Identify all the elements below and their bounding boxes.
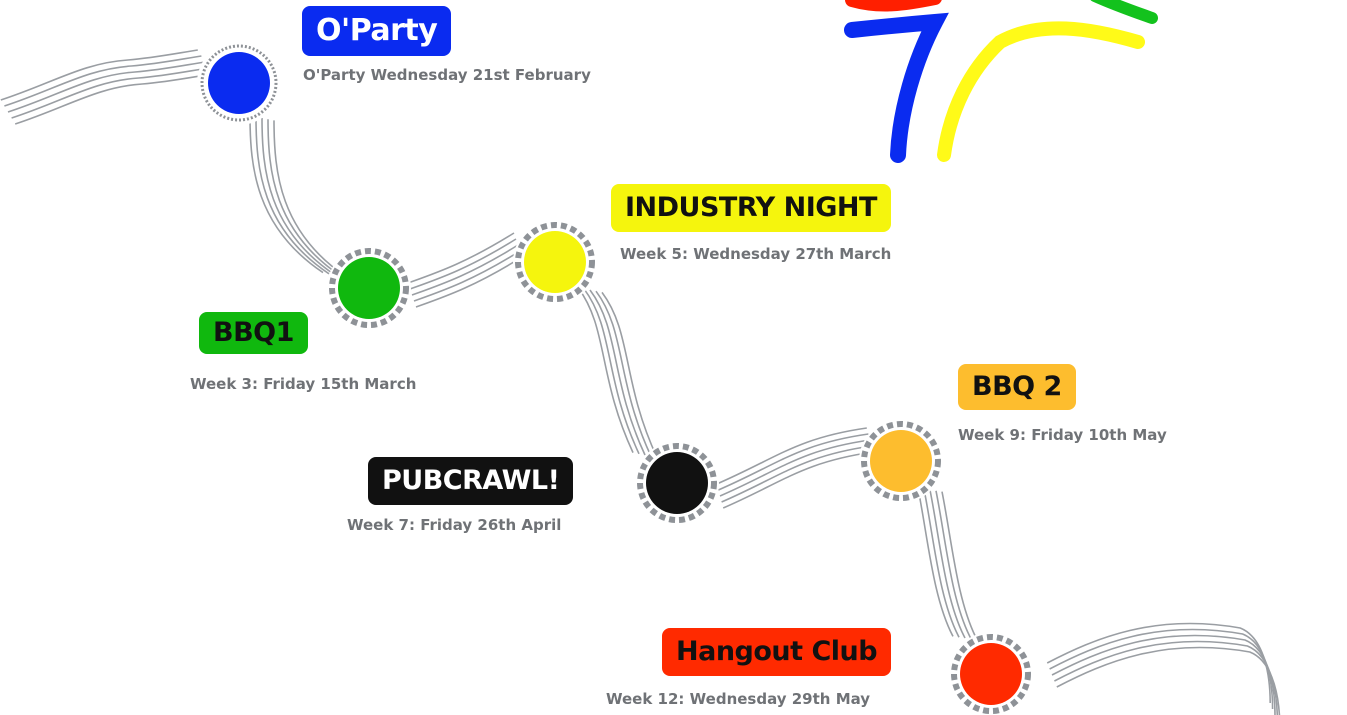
connector-hangout-right-line-2 (1051, 634, 1276, 715)
event-node-dot (524, 231, 586, 293)
connector-bbq2-hangout-line-2 (929, 489, 966, 639)
event-node-bbq1 (327, 246, 411, 330)
logo-green-stroke (1090, 0, 1158, 24)
path-lines (0, 49, 1281, 715)
connector-bbq2-hangout-line-4 (941, 491, 978, 640)
event-node-ring (329, 248, 409, 328)
connector-bbq2-hangout-line-0 (917, 488, 954, 637)
event-date-hangout: Week 12: Wednesday 29th May (606, 690, 871, 708)
event-date-oparty: O'Party Wednesday 21st February (303, 66, 591, 84)
logo (844, 0, 1158, 163)
event-node-ring (515, 222, 595, 302)
event-node-ring (861, 421, 941, 501)
connector-pubcrawl-bbq2-line-2 (719, 439, 871, 497)
event-node-oparty (197, 41, 281, 125)
connector-industry-pubcrawl-line-4 (601, 291, 658, 458)
event-node-ring (637, 443, 717, 523)
connector-bbq1-industry-line-3 (413, 250, 521, 302)
event-title-bbq1: BBQ1 (199, 312, 308, 354)
connector-oparty-bbq1-line-4 (273, 120, 348, 279)
connector-industry-pubcrawl-line-3 (595, 290, 652, 457)
connector-hangout-right-line-3 (1054, 640, 1279, 715)
connector-hangout-right-line-0 (1046, 622, 1271, 704)
connector-bbq1-industry-line-4 (415, 256, 523, 308)
event-node-hangout (949, 632, 1033, 715)
event-title-oparty: O'Party (302, 6, 452, 56)
connector-bbq1-industry-line-0 (407, 232, 515, 284)
connector-pubcrawl-bbq2-line-0 (716, 427, 867, 485)
connector-hangout-right-line-1 (1049, 628, 1274, 710)
connector-industry-pubcrawl-line-1 (583, 288, 640, 455)
connector-oparty-bbq1-line-2 (261, 117, 336, 276)
connector-bbq2-hangout-line-1 (923, 489, 960, 638)
event-node-dot (870, 430, 932, 492)
connector-industry-pubcrawl-line-2 (589, 289, 646, 456)
connector-left-edge-line-4 (14, 73, 213, 125)
logo-red-stroke (845, 0, 942, 12)
connector-hangout-right-line-4 (1056, 646, 1281, 715)
logo-blue-stroke (844, 12, 949, 163)
connector-bbq2-hangout-line-3 (935, 490, 972, 640)
connector-left-edge-line-3 (11, 67, 209, 119)
event-title-pubcrawl: PUBCRAWL! (368, 457, 574, 505)
event-date-bbq2: Week 9: Friday 10th May (958, 426, 1167, 444)
event-node-ring (200, 44, 278, 122)
connector-left-edge-line-0 (0, 49, 198, 101)
event-node-dot (338, 257, 400, 319)
event-node-bbq2 (859, 419, 943, 503)
connector-pubcrawl-bbq2-line-4 (722, 451, 874, 509)
connector-industry-pubcrawl-line-0 (577, 287, 634, 453)
connector-bbq1-industry-line-1 (409, 238, 517, 290)
event-node-ring (951, 634, 1031, 714)
event-nodes (197, 41, 1033, 715)
connector-oparty-bbq1-line-3 (267, 119, 342, 277)
event-title-hangout: Hangout Club (662, 628, 892, 676)
event-node-dot (646, 452, 708, 514)
connector-left-edge-line-1 (4, 55, 202, 107)
connector-bbq1-industry-line-2 (411, 244, 519, 296)
event-node-dot (208, 52, 270, 114)
event-node-pubcrawl (635, 441, 719, 525)
event-node-industry (513, 220, 597, 304)
connector-pubcrawl-bbq2-line-1 (718, 433, 869, 491)
logo-yellow-stroke (937, 21, 1145, 162)
event-title-industry: INDUSTRY NIGHT (611, 184, 891, 232)
connector-oparty-bbq1-line-0 (249, 115, 324, 274)
connector-left-edge-line-2 (7, 61, 206, 113)
event-node-dot (960, 643, 1022, 705)
event-date-pubcrawl: Week 7: Friday 26th April (347, 516, 562, 534)
connector-oparty-bbq1-line-1 (255, 116, 330, 275)
event-title-bbq2: BBQ 2 (958, 364, 1076, 410)
connector-pubcrawl-bbq2-line-3 (721, 445, 872, 503)
event-date-industry: Week 5: Wednesday 27th March (620, 245, 892, 263)
event-date-bbq1: Week 3: Friday 15th March (190, 375, 417, 393)
